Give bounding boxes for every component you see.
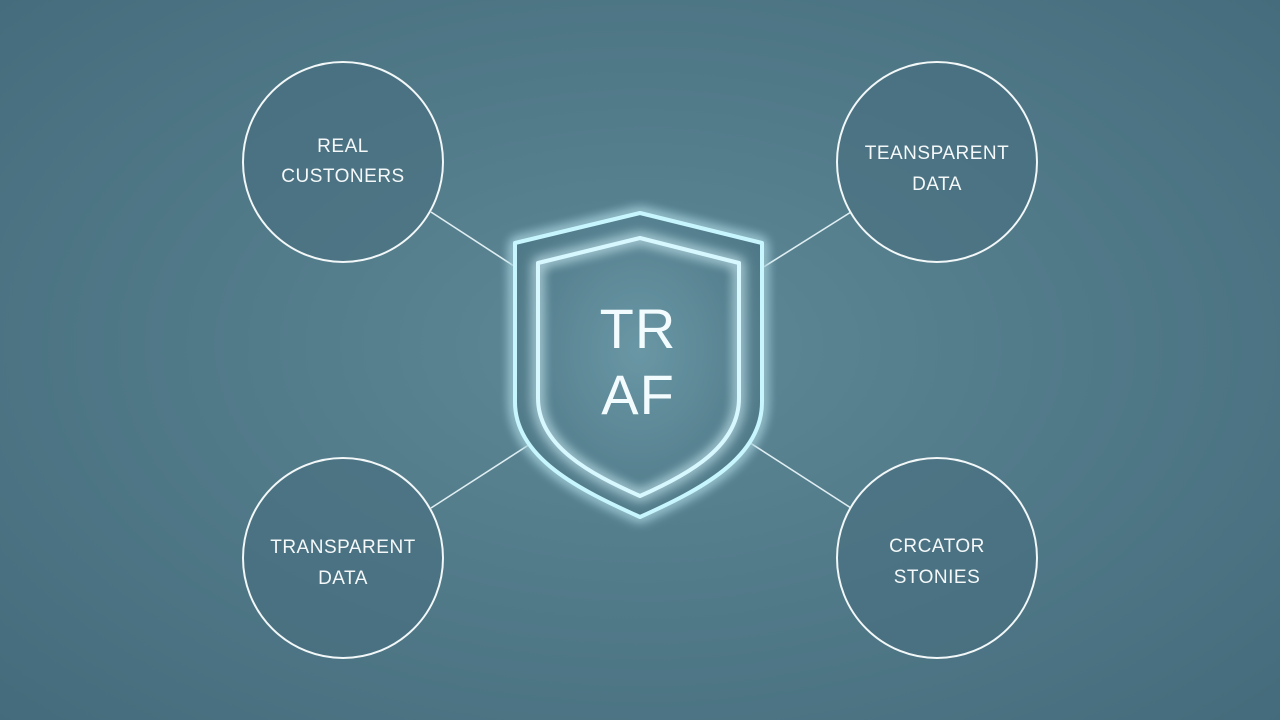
node-label-line-1: REAL	[317, 136, 369, 157]
node-bottom-left: TRANSPARENT DATA	[242, 457, 444, 659]
node-label-line-2: CUSTONERS	[281, 166, 404, 187]
shield-text-line-2: AF	[601, 363, 675, 426]
node-circle	[836, 457, 1038, 659]
node-circle	[242, 61, 444, 263]
node-bottom-right: CRCATOR STONIES	[836, 457, 1038, 659]
node-label-line-1: TRANSPARENT	[270, 537, 416, 558]
shield-text-line-1: TR	[600, 297, 677, 360]
node-top-left: REAL CUSTONERS	[242, 61, 444, 263]
node-circle	[836, 61, 1038, 263]
node-circle	[242, 457, 444, 659]
node-label-line-1: TEANSPARENT	[865, 143, 1010, 164]
node-label-line-2: DATA	[318, 568, 368, 589]
connector-bottom-left	[430, 436, 542, 509]
connector-top-left	[430, 211, 518, 269]
shield-icon: TR AF	[513, 211, 764, 519]
node-top-right: TEANSPARENT DATA	[836, 61, 1038, 263]
node-label-line-1: CRCATOR	[889, 536, 985, 557]
node-label-line-2: STONIES	[894, 567, 981, 588]
shield-inner-outline	[536, 236, 741, 498]
connector-bottom-right	[740, 436, 852, 509]
shield-outer-outline	[513, 211, 764, 519]
connector-top-right	[761, 211, 852, 269]
node-label-line-2: DATA	[912, 174, 962, 195]
